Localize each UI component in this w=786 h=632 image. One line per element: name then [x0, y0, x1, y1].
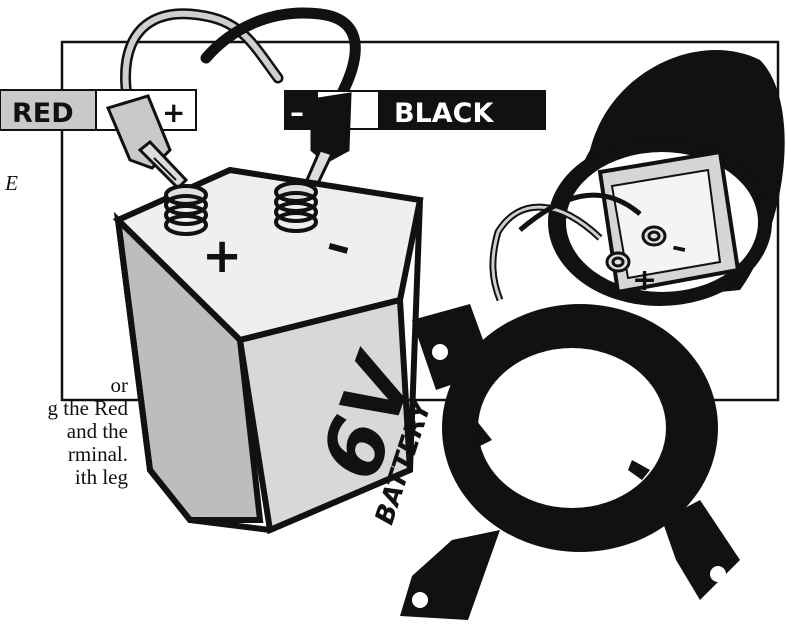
socket-positive-lug: [607, 253, 629, 271]
mounting-leg-bottom: [400, 530, 500, 620]
socket-plus-symbol: +: [632, 263, 657, 298]
black-label-text: BLACK: [394, 98, 494, 129]
side-text-fragment-top: E: [0, 172, 18, 195]
side-text-line-2: g the Red: [0, 397, 128, 420]
side-text-line-4: rminal.: [0, 443, 128, 466]
battery-plus-symbol: +: [202, 228, 242, 284]
side-instructions-fragment: or g the Red and the rminal. ith leg: [0, 374, 128, 489]
side-text-line-3: and the: [0, 420, 128, 443]
side-text-line-1: or: [0, 374, 128, 397]
side-text-e: E: [5, 171, 18, 195]
black-minus-sign: –: [290, 96, 304, 129]
side-text-line-5: ith leg: [0, 466, 128, 489]
socket-negative-lug: [643, 227, 665, 245]
red-plus-sign: +: [162, 96, 185, 129]
red-label-text: RED: [12, 98, 74, 129]
mounting-leg-right: [662, 500, 740, 600]
mounting-ring: [400, 304, 740, 620]
